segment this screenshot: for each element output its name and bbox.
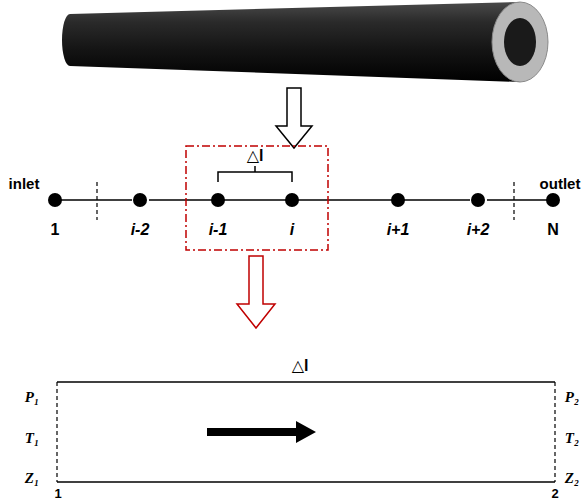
length-label: △l <box>247 148 264 164</box>
grid-points <box>48 193 560 207</box>
point-number: i-2 <box>131 222 150 238</box>
element-wall <box>57 481 555 483</box>
point-number: N <box>547 222 559 238</box>
state-variable: Z₂ <box>565 471 579 486</box>
tube-body <box>62 2 520 82</box>
state-variable: T₂ <box>565 431 579 446</box>
element-wall <box>57 381 555 383</box>
state-variable: T₁ <box>25 431 39 446</box>
tube-bore <box>504 18 536 66</box>
zoom-arrow <box>237 256 275 328</box>
inlet-section <box>56 382 57 482</box>
state-variable: P₂ <box>565 390 579 405</box>
section-number: 2 <box>551 487 558 500</box>
state-variable: P₁ <box>25 390 39 405</box>
end-label: outlet <box>540 176 581 191</box>
section-number: 1 <box>54 487 61 500</box>
control-volume <box>186 146 328 250</box>
end-label: inlet <box>9 176 40 191</box>
point-number: i-1 <box>209 222 228 238</box>
down-arrow <box>276 88 312 148</box>
outlet-section <box>554 382 555 482</box>
length-label: △l <box>292 358 309 374</box>
point-number: 1 <box>51 222 60 238</box>
brace <box>218 166 292 182</box>
flow-arrow <box>207 421 316 443</box>
state-variable: Z₁ <box>25 471 39 486</box>
separator <box>96 182 97 220</box>
point-number: i+1 <box>387 222 410 238</box>
tube-end <box>492 2 548 82</box>
point-number: i <box>290 222 294 238</box>
separator <box>513 182 514 220</box>
point-number: i+2 <box>467 222 490 238</box>
